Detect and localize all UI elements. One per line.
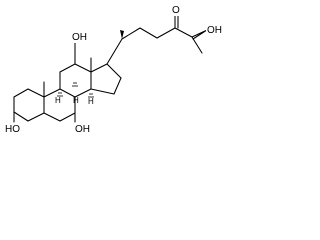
stereo-h-c14-label: H (88, 97, 94, 106)
ring-d (90, 63, 122, 95)
ring-c (59, 63, 92, 98)
ring-c-hydroxyl-label: OH (72, 32, 87, 43)
c20-methyl-wedge (120, 30, 124, 39)
ring-a-hydroxyl-label: HO (5, 124, 20, 135)
side-chain (106, 14, 211, 65)
terminal-hydroxyl-label: OH (207, 25, 222, 36)
ring-a (13, 88, 45, 122)
ring-b-hydroxyl-label: OH (75, 124, 90, 135)
stereo-h-c9-label: H (55, 96, 61, 105)
ring-b (43, 88, 76, 122)
stereo-hash-bonds (57, 82, 94, 98)
stereo-h-c8-label: H (73, 96, 79, 105)
ketone-oxygen-label: O (172, 5, 180, 16)
steroid-structure-diagram: HO OH OH O OH H H H (5, 5, 224, 135)
